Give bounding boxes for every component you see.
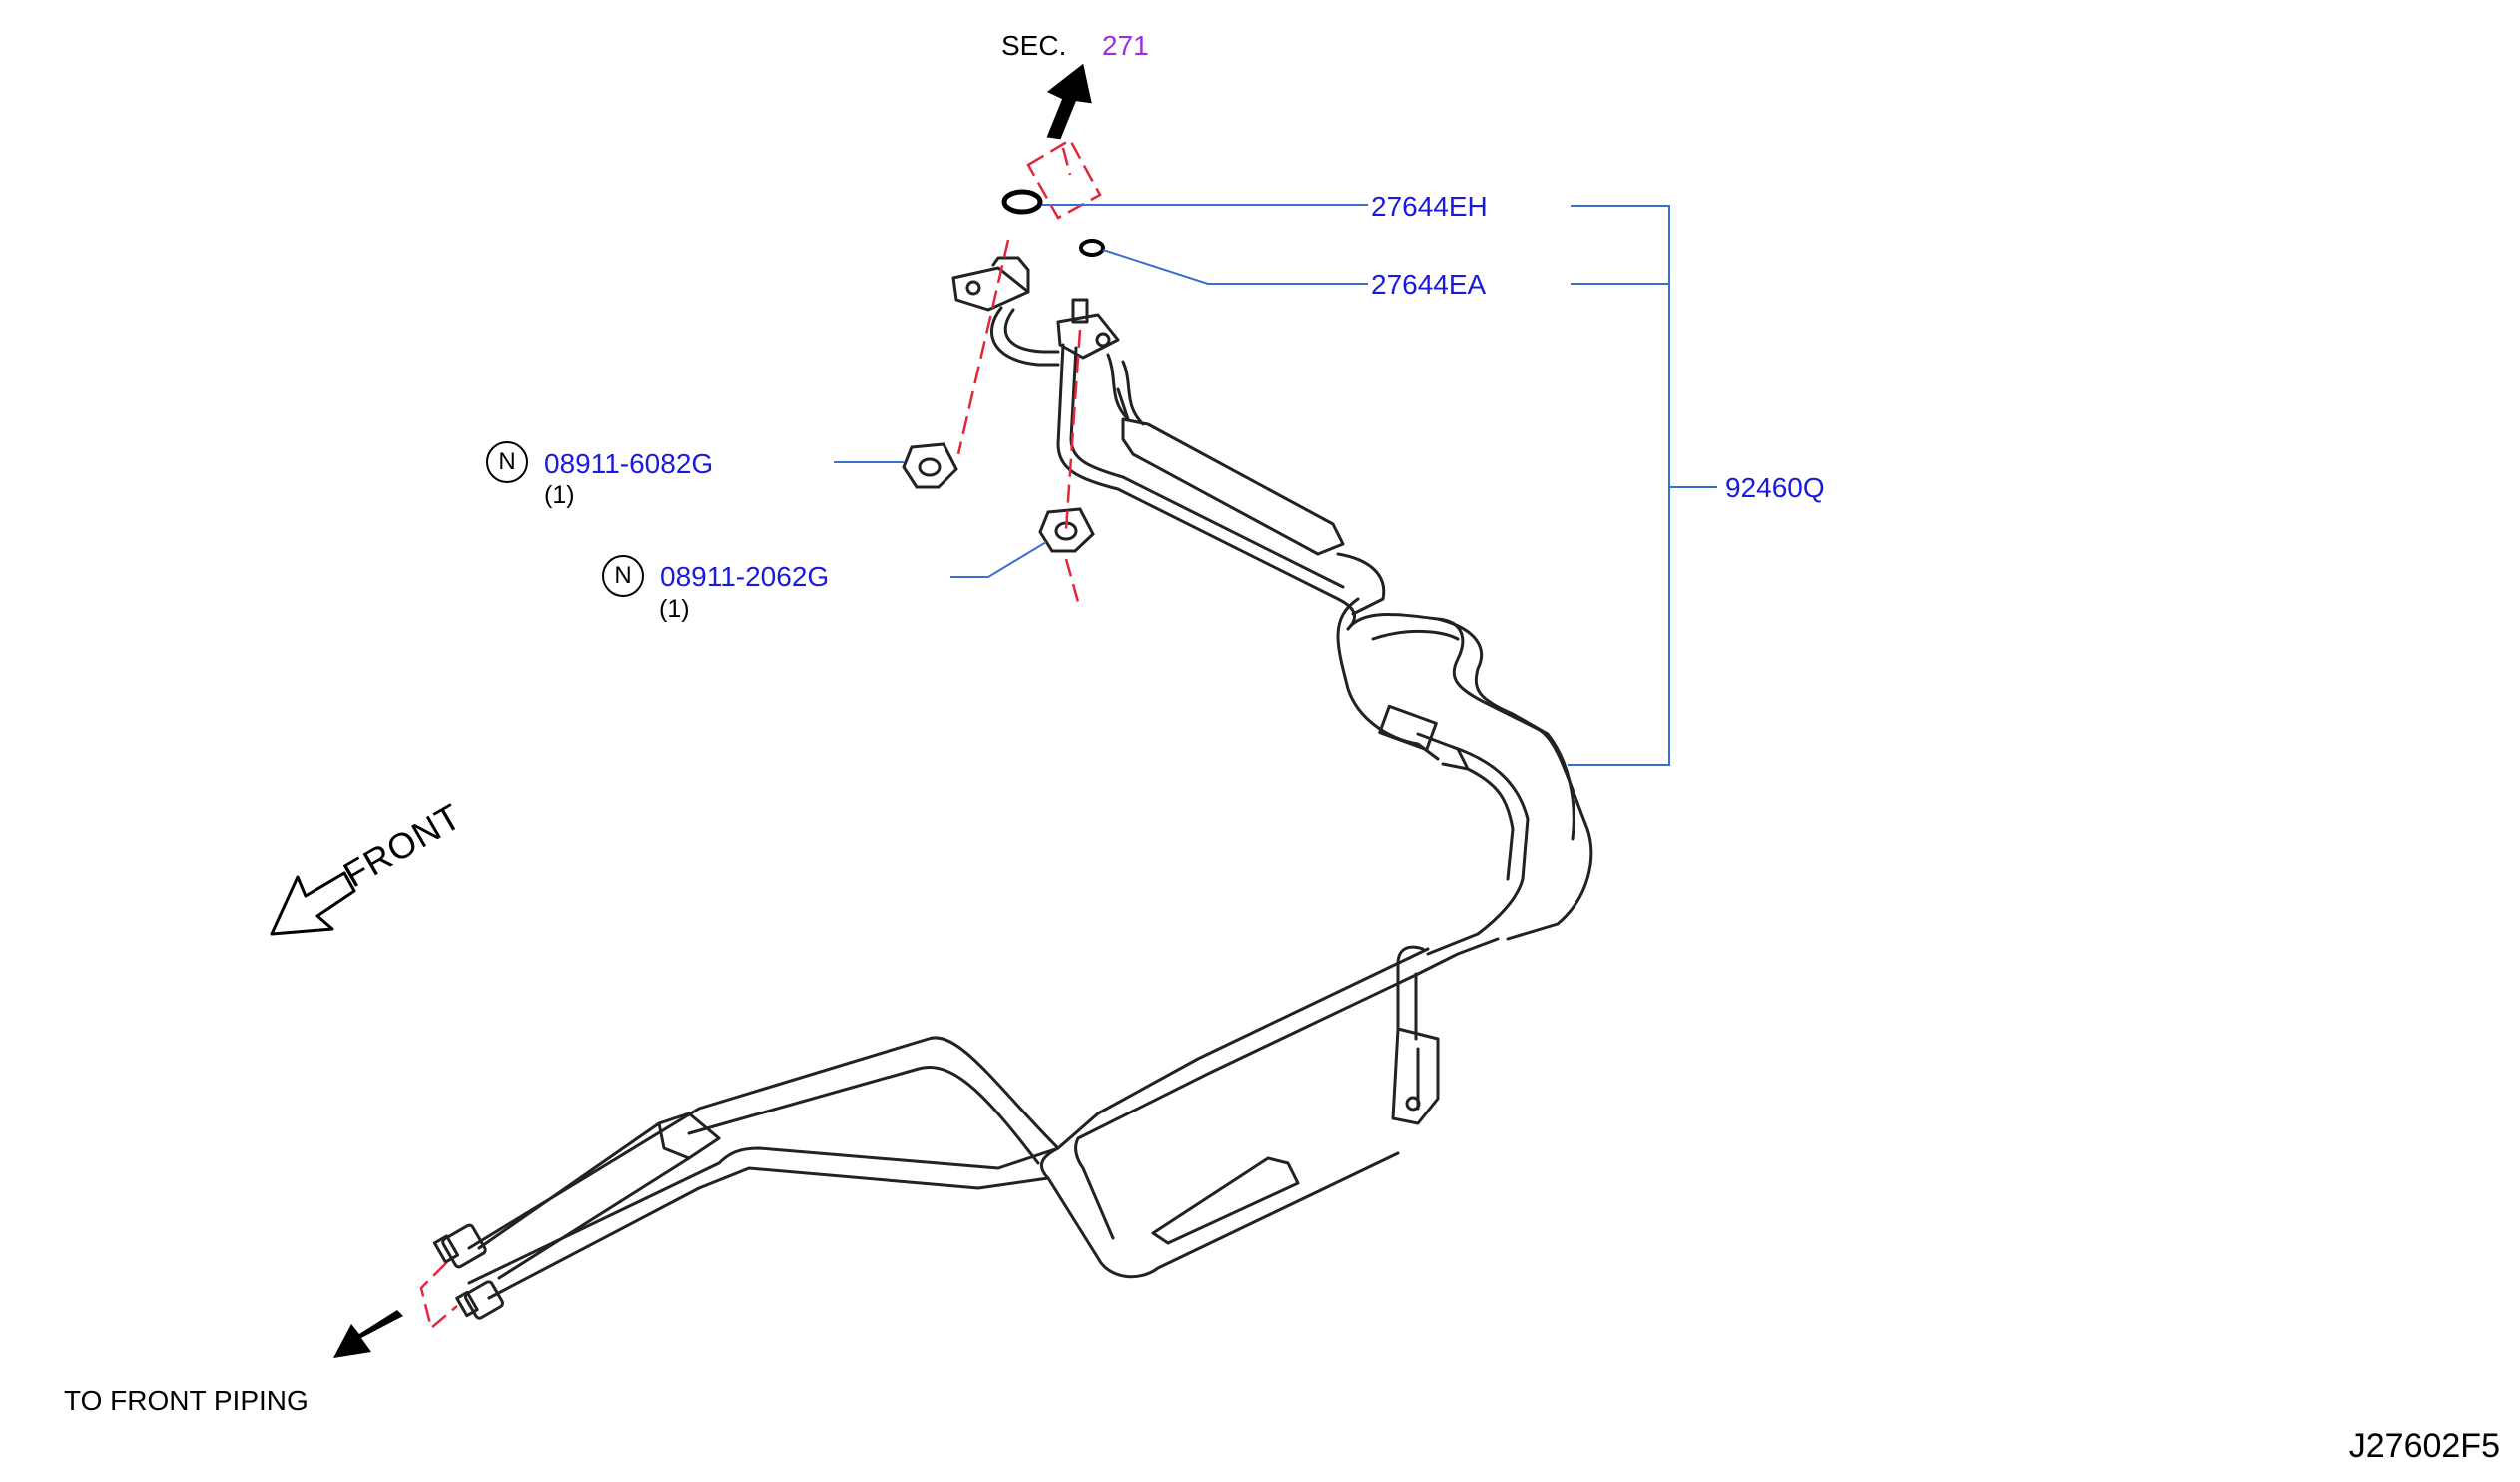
lower-hose (1151, 1156, 1300, 1245)
part-27644ea[interactable]: 27644EA (1371, 269, 1487, 300)
qty-08911-6082g: (1) (544, 481, 575, 509)
nut-2062g (1038, 507, 1095, 553)
qty-08911-2062g: (1) (659, 595, 690, 623)
part-92460q[interactable]: 92460Q (1725, 472, 1825, 503)
guide-left (956, 239, 1010, 455)
upper-hose (1121, 417, 1345, 556)
section-ref-prefix: SEC. (1001, 30, 1067, 61)
pipe-to-front-a (467, 1146, 1060, 1285)
pipe-upper-a (990, 306, 1060, 367)
guide-front (419, 1262, 458, 1331)
front-arrow-icon (270, 871, 356, 936)
front-hose (657, 1112, 721, 1160)
leader-2062g (950, 541, 1047, 578)
leader-27644ea (1102, 249, 1368, 285)
to-front-arrow-icon (333, 1310, 403, 1358)
part-27644eh[interactable]: 27644EH (1371, 191, 1488, 222)
nut-6082g (902, 442, 958, 489)
to-front-piping-label: TO FRONT PIPING (64, 1385, 309, 1416)
guide-right (1064, 329, 1082, 530)
n-symbol-icon: N (602, 555, 644, 597)
guide-top (1026, 138, 1102, 220)
part-08911-6082g[interactable]: 08911-6082G (544, 448, 714, 479)
upper-fitting-right (1056, 313, 1120, 360)
middle-coupling (1378, 704, 1438, 752)
o-ring-large (1001, 189, 1043, 215)
section-ref-number[interactable]: 271 (1102, 30, 1149, 61)
lower-bracket (1391, 1027, 1440, 1125)
n-symbol-icon: N (486, 441, 528, 483)
diagram-code: J27602F5 (2348, 1427, 2500, 1465)
front-fitting-2 (463, 1280, 505, 1320)
upper-fitting-left (951, 266, 1030, 312)
pipe-to-front-b (467, 1036, 1060, 1250)
leader-92460q (1568, 205, 1670, 766)
sec-arrow-icon (1046, 63, 1092, 140)
front-fitting-1 (441, 1223, 487, 1269)
o-ring-small (1079, 239, 1105, 257)
part-08911-2062g[interactable]: 08911-2062G (660, 561, 830, 592)
pipe-upper-b (1056, 343, 1357, 631)
